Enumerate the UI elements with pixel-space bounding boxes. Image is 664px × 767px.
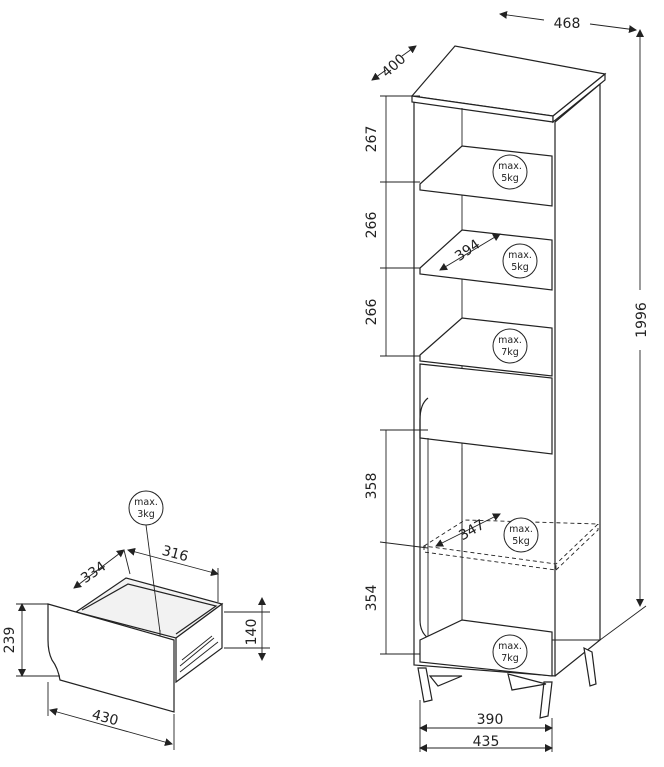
load-label-shelf-5: max. 7kg (492, 634, 528, 670)
svg-text:354: 354 (364, 585, 380, 612)
svg-text:max.: max. (508, 250, 532, 261)
svg-text:max.: max. (498, 335, 522, 346)
load-label-shelf-2: max. 5kg (502, 243, 538, 279)
dimension-base-390: 390 (419, 700, 553, 752)
svg-text:316: 316 (160, 543, 190, 565)
load-label-shelf-4: max. 5kg (503, 517, 539, 553)
svg-text:267: 267 (364, 126, 380, 153)
dimension-depth-400: 400 (371, 45, 417, 81)
svg-text:max.: max. (498, 641, 522, 652)
dimension-drawer-front-430: 430 (47, 682, 175, 750)
dimension-drawer-inner-316: 316 (127, 543, 219, 602)
load-label-shelf-3: max. 7kg (492, 328, 528, 364)
svg-text:7kg: 7kg (501, 653, 519, 664)
svg-text:266: 266 (364, 212, 380, 239)
load-label-drawer: max. 3kg (128, 490, 164, 633)
svg-text:358: 358 (364, 473, 380, 500)
dimension-shelf-gaps: 267 266 266 (364, 95, 420, 357)
svg-text:400: 400 (379, 51, 410, 81)
dimension-drawer-height-239: 239 (2, 603, 60, 677)
dimension-drawer-side-140: 140 (224, 597, 270, 661)
drawer (47, 577, 224, 713)
svg-text:3kg: 3kg (137, 509, 155, 520)
dimension-height-1996: 1996 (599, 29, 650, 641)
dimension-width-468: 468 (499, 10, 637, 34)
svg-text:5kg: 5kg (512, 536, 530, 547)
tall-cabinet (410, 45, 607, 719)
svg-text:334: 334 (78, 558, 109, 586)
svg-text:390: 390 (477, 712, 504, 728)
svg-text:468: 468 (554, 16, 581, 32)
svg-text:max.: max. (509, 524, 533, 535)
svg-text:max.: max. (134, 497, 158, 508)
svg-text:5kg: 5kg (511, 262, 529, 273)
svg-text:435: 435 (473, 734, 500, 750)
svg-text:430: 430 (90, 707, 120, 729)
svg-text:1996: 1996 (634, 302, 650, 338)
dimension-base-435: 435 (419, 734, 553, 752)
svg-text:347: 347 (456, 517, 487, 544)
svg-text:5kg: 5kg (501, 173, 519, 184)
svg-text:239: 239 (2, 627, 18, 654)
svg-text:140: 140 (244, 619, 260, 646)
svg-text:7kg: 7kg (501, 347, 519, 358)
dimension-door-gaps: 358 354 (364, 429, 429, 655)
load-label-shelf-1: max. 5kg (492, 154, 528, 190)
dimension-inner-shelf-347: 347 (435, 513, 501, 547)
svg-text:max.: max. (498, 161, 522, 172)
svg-text:266: 266 (364, 299, 380, 326)
